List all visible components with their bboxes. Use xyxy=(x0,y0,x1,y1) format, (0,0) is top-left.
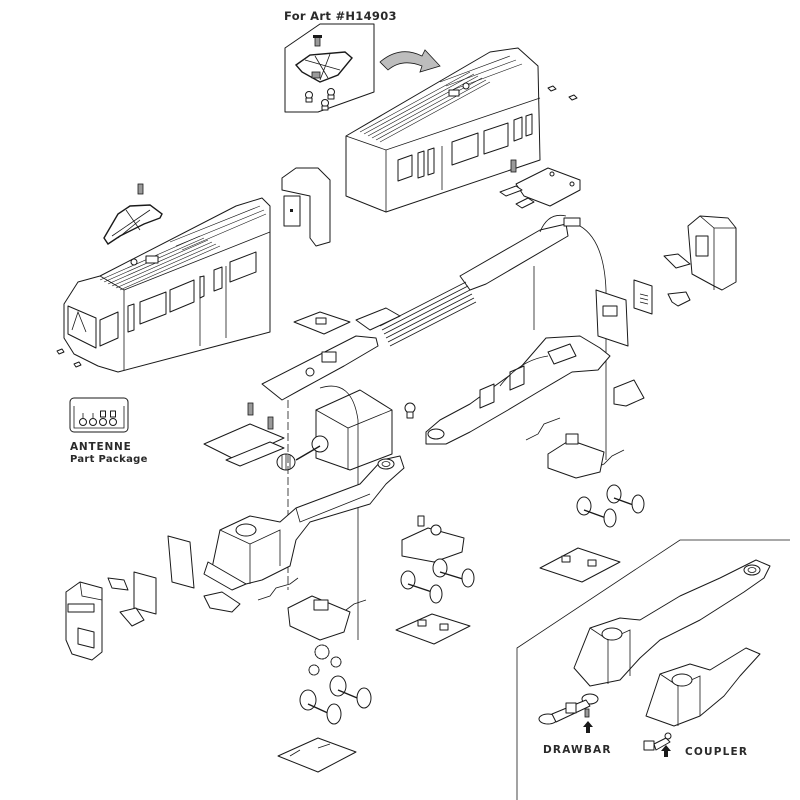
for-art-label: For Art #H14903 xyxy=(284,9,397,23)
pcb-chip xyxy=(321,351,337,363)
upper-roof-vents xyxy=(359,55,523,143)
front-light-board xyxy=(133,571,157,615)
mounting-plate-lower xyxy=(203,402,285,467)
inset-frame xyxy=(284,23,375,113)
pcb-connector xyxy=(563,217,581,227)
upper-roof-box xyxy=(448,89,460,97)
curved-arrow-icon xyxy=(379,49,441,73)
headlight-lenses xyxy=(56,348,82,368)
cab-side-window xyxy=(99,311,119,347)
front-chassis xyxy=(203,455,405,591)
antenne-label: ANTENNE xyxy=(70,441,132,453)
antenne-icons xyxy=(79,410,117,426)
wheelset-icons xyxy=(299,675,372,725)
wire-left xyxy=(319,385,359,640)
rear-light-board xyxy=(633,279,653,315)
rear-connector-plate xyxy=(595,289,629,347)
lower-windows xyxy=(127,251,257,333)
upper-roof-hatch xyxy=(462,82,470,90)
ribbon-cable xyxy=(379,281,477,347)
detail-chassis-lower xyxy=(645,647,761,727)
inset-pantograph-icon xyxy=(294,51,353,83)
pantograph xyxy=(103,183,163,245)
front-light-lens xyxy=(107,577,129,591)
coupler-arrow-icon xyxy=(661,745,671,757)
antenne-package xyxy=(69,397,129,433)
mounting-plate-upper xyxy=(499,159,581,209)
rear-bogie xyxy=(525,417,645,583)
pantograph-inset xyxy=(284,23,375,113)
cab-windshield xyxy=(67,305,97,349)
rear-chassis xyxy=(425,335,611,445)
pantograph-screw-icon xyxy=(137,183,144,195)
circuit-board xyxy=(261,214,607,460)
lower-roof-hatch xyxy=(130,258,138,266)
inset-insulators-icon xyxy=(305,88,335,111)
end-cap-light-window xyxy=(695,235,709,257)
front-light-clip xyxy=(119,607,145,627)
front-connector-plate xyxy=(167,535,195,589)
pivot-pin xyxy=(404,402,416,419)
lower-body-shell xyxy=(63,197,271,373)
rear-coupling-bracket xyxy=(613,379,645,407)
front-cap-window xyxy=(67,603,95,613)
antenne-package-frame xyxy=(69,397,129,433)
upper-shell-outline xyxy=(345,47,541,213)
plate-screw-icon xyxy=(510,159,517,173)
upper-body-shell xyxy=(345,47,541,213)
lower-plate-screw xyxy=(247,402,254,416)
drawbar-arrow-icon xyxy=(583,721,593,733)
rear-wheelset-icons xyxy=(576,484,645,528)
coupler-label: COUPLER xyxy=(685,746,749,758)
inset-screw-icon xyxy=(313,35,322,47)
front-coupling-bracket xyxy=(203,591,241,613)
front-bogie-base xyxy=(277,737,357,773)
lower-plate-screw-2 xyxy=(267,416,274,430)
upper-pcb xyxy=(459,223,569,291)
upper-windows xyxy=(397,113,533,182)
part-package-label: Part Package xyxy=(70,454,148,465)
detail-chassis-upper xyxy=(573,559,771,687)
drawbar-label: DRAWBAR xyxy=(543,744,612,756)
light-lens xyxy=(663,253,691,269)
front-bogie xyxy=(257,577,372,773)
light-clip xyxy=(667,291,691,307)
rear-bogie-base xyxy=(539,547,621,583)
detail-inset-panel xyxy=(516,539,790,800)
middle-bogie xyxy=(395,515,475,645)
body-clips xyxy=(547,85,578,101)
decoder-plug xyxy=(293,311,351,335)
worm-gear-icon xyxy=(276,453,296,471)
wire-right xyxy=(579,225,607,460)
coupler-icon xyxy=(643,732,672,757)
lower-roof-box xyxy=(145,255,159,264)
middle-wheelset-icons xyxy=(400,558,475,604)
middle-bogie-base xyxy=(395,613,471,645)
gear-icons xyxy=(308,644,342,676)
motor xyxy=(276,385,393,640)
rear-end-cap xyxy=(595,215,737,407)
drawbar-icon xyxy=(538,693,599,733)
front-end-cap xyxy=(65,535,241,661)
articulation-cover xyxy=(281,167,331,247)
